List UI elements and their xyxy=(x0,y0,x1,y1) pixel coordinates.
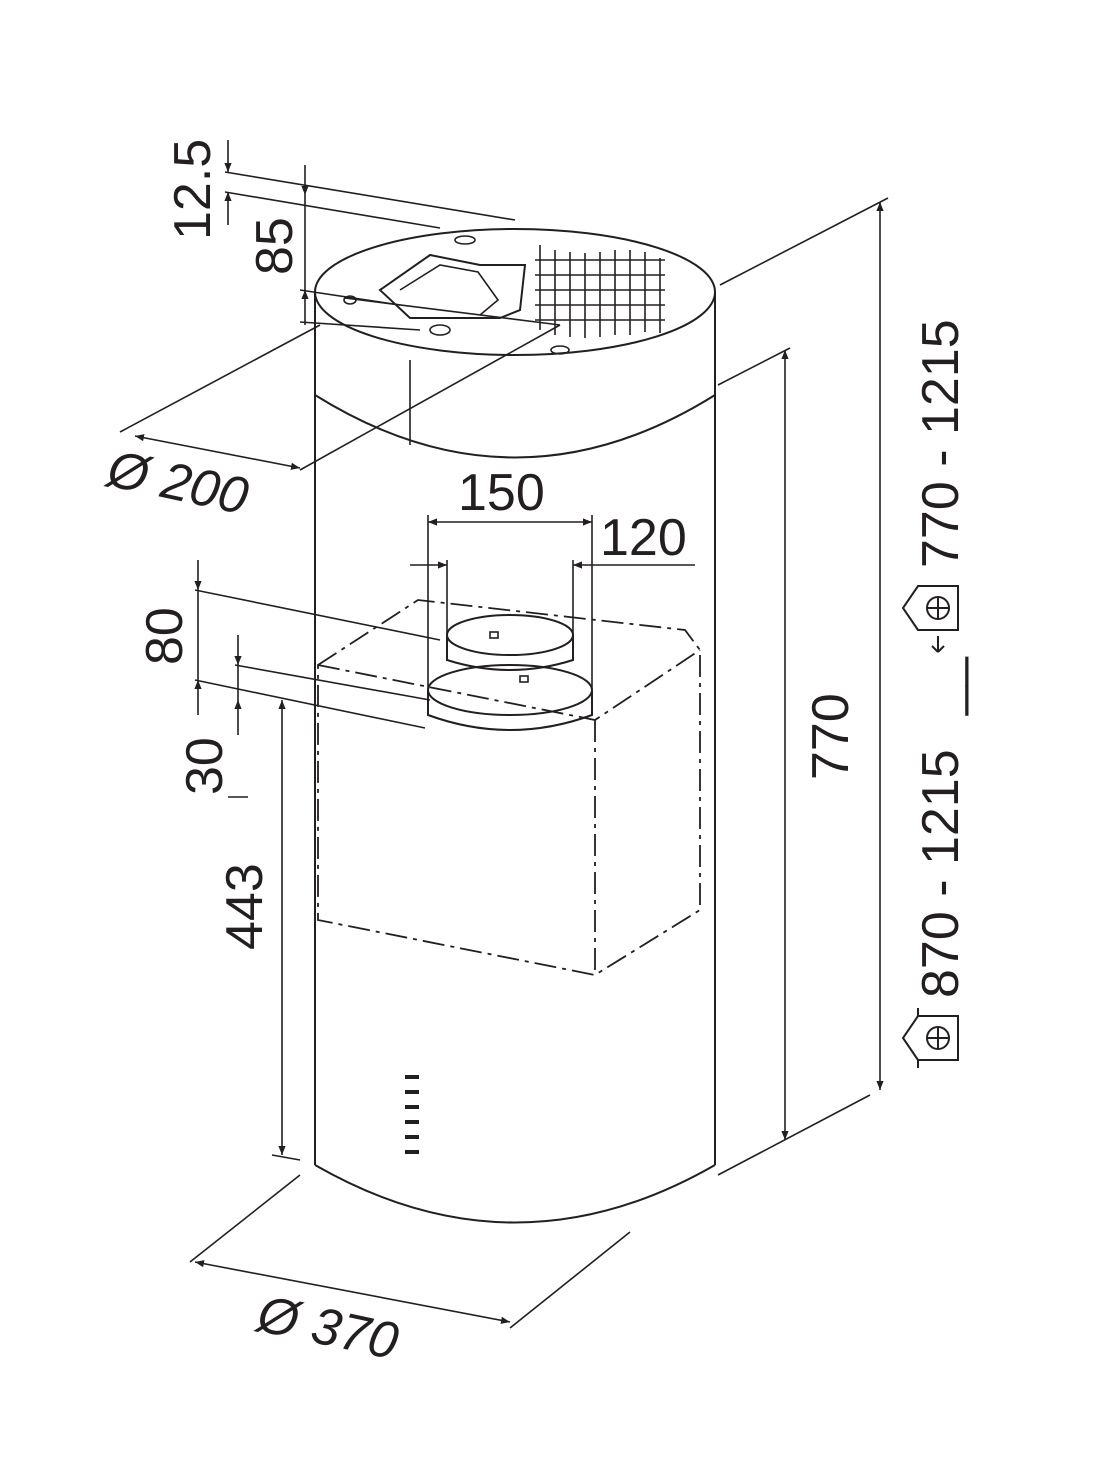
height-separator: __ xyxy=(912,656,970,716)
extraction-mode-icon xyxy=(901,1008,959,1068)
dimension-lines xyxy=(119,140,889,1329)
dim-top-gap: 12.5 xyxy=(164,139,222,240)
hood-body xyxy=(314,228,716,1224)
dim-outlet-width: 150 xyxy=(458,464,545,522)
top-ring-seam xyxy=(314,394,716,459)
dim-lower-height: 443 xyxy=(216,863,274,950)
overall-height-annotation: 870 - 1215 __ 770 - 1215 xyxy=(901,319,970,1068)
cylinder-bottom-curve xyxy=(314,1164,716,1224)
dim-outlet-offset: 30 xyxy=(176,737,234,795)
dim-body-height: 770 xyxy=(802,693,860,780)
top-vent-grid xyxy=(535,245,665,338)
dim-duct-diameter: Ø 200 xyxy=(101,440,254,527)
internal-motor-box xyxy=(317,599,701,976)
dim-top-ring-height: 85 xyxy=(246,217,304,275)
height-recirculation-label: 770 - 1215 xyxy=(912,319,970,568)
dim-outlet-inner: 120 xyxy=(600,509,687,567)
dim-outlet-height: 80 xyxy=(136,607,194,665)
height-extraction-label: 870 - 1215 xyxy=(912,749,970,998)
recirculation-mode-icon xyxy=(901,585,959,653)
top-duct-opening xyxy=(378,253,527,319)
top-ring-ellipse xyxy=(314,228,716,356)
outlet-collar xyxy=(427,614,593,731)
control-panel-slots xyxy=(405,1075,419,1154)
